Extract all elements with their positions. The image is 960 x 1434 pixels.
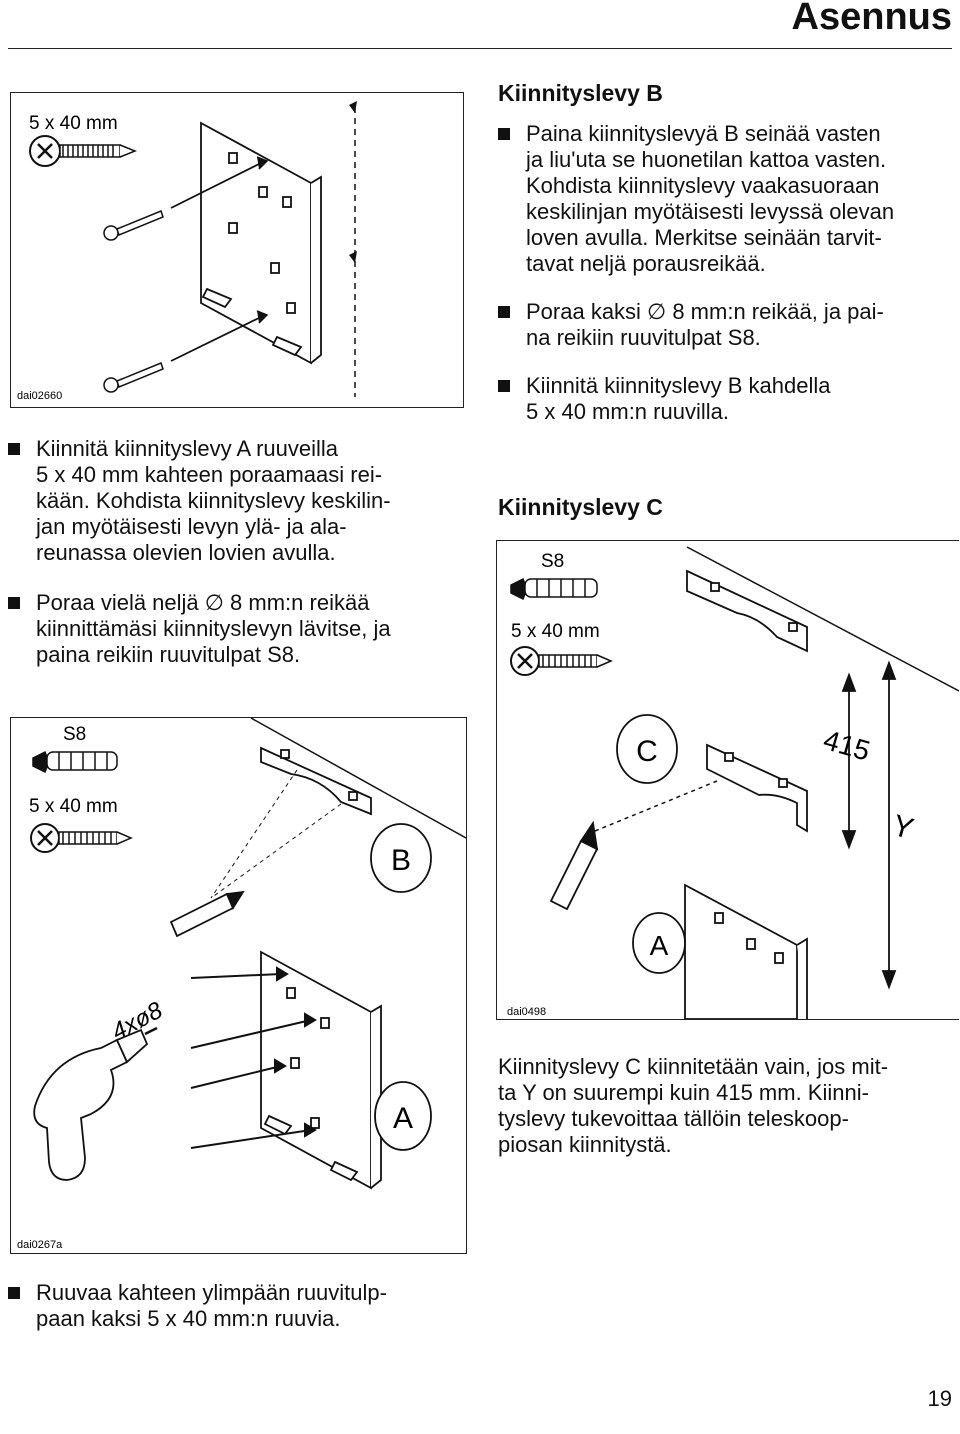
label-b-badge: B bbox=[370, 823, 432, 893]
figure-plate-c: S8 5 x 40 mm C bbox=[496, 540, 959, 1020]
label-c-badge: C bbox=[616, 714, 678, 784]
figure-plate-b-illustration: S8 5 x 40 mm bbox=[17, 718, 466, 1251]
label-a: A bbox=[393, 1102, 413, 1135]
pencil-icon bbox=[169, 890, 245, 938]
header-rule bbox=[8, 48, 952, 49]
screw-icon bbox=[510, 646, 613, 676]
page-number: 19 bbox=[927, 1386, 952, 1411]
right-column: Kiinnityslevy B Paina kiinnityslevyä B s… bbox=[498, 80, 958, 425]
text-line: tyslevy tukevoittaa tällöin teleskoop- bbox=[498, 1106, 849, 1131]
label-c: C bbox=[636, 735, 658, 768]
text-line: reunassa olevien lovien avulla. bbox=[36, 540, 336, 565]
mounting-plate-b bbox=[260, 746, 372, 816]
bottom-instructions: Ruuvaa kahteen ylimpään ruuvitulp- paan … bbox=[8, 1280, 468, 1332]
text-line: paina reikiin ruuvitulpat S8. bbox=[36, 642, 301, 667]
text-line: na reikiin ruuvitulpat S8. bbox=[526, 325, 761, 350]
text-line: ja liu'uta se huonetilan kattoa vasten. bbox=[526, 147, 887, 172]
screw-icon bbox=[30, 823, 133, 853]
plug-label: S8 bbox=[63, 724, 86, 745]
label-a-badge: A bbox=[632, 912, 686, 974]
plug-label: S8 bbox=[541, 551, 564, 572]
instruction-bullet: Ruuvaa kahteen ylimpään ruuvitulp- paan … bbox=[8, 1280, 468, 1332]
label-a-badge: A bbox=[374, 1081, 432, 1151]
figure-plate-a: 5 x 40 mm bbox=[10, 92, 464, 408]
text-line: Kiinnityslevy C kiinnitetään vain, jos m… bbox=[498, 1054, 889, 1079]
mounting-plate-a bbox=[260, 950, 382, 1190]
text-line: Kohdista kiinnityslevy vaakasuoraan bbox=[526, 173, 880, 198]
bullet-square-icon bbox=[498, 128, 510, 140]
figure-plate-a-illustration: 5 x 40 mm bbox=[17, 101, 357, 402]
text-line: keskilinjan myötäisesti levyssä olevan bbox=[526, 199, 895, 224]
instruction-bullet: Poraa vielä neljä ∅ 8 mm:n reikää kiinni… bbox=[8, 590, 468, 668]
mounting-plate-a bbox=[200, 121, 322, 365]
instruction-bullet: Paina kiinnityslevyä B seinää vasten ja … bbox=[498, 121, 958, 277]
text-line: Kiinnitä kiinnityslevy B kahdella bbox=[526, 373, 831, 398]
text-line: Poraa vielä neljä ∅ 8 mm:n reikää bbox=[36, 590, 370, 615]
label-b: B bbox=[391, 844, 411, 877]
screw-size-label: 5 x 40 mm bbox=[511, 621, 600, 642]
plate-b-instructions: Paina kiinnityslevyä B seinää vasten ja … bbox=[498, 121, 958, 425]
pencil-icon bbox=[549, 820, 599, 911]
screw-size-label: 5 x 40 mm bbox=[29, 796, 118, 817]
screw-icon bbox=[29, 135, 138, 167]
text-line: jan myötäisesti levyn ylä- ja ala- bbox=[36, 514, 347, 539]
bullet-square-icon bbox=[8, 597, 20, 609]
figure-code: dai0498 bbox=[507, 1006, 546, 1018]
bullet-square-icon bbox=[498, 380, 510, 392]
bullet-square-icon bbox=[8, 443, 20, 455]
mounting-plate-b bbox=[686, 569, 808, 653]
figure-code: dai0267a bbox=[17, 1239, 63, 1251]
text-line: 5 x 40 mm kahteen poraamaasi rei- bbox=[36, 462, 383, 487]
wall-plug-icon bbox=[510, 577, 598, 601]
text-line: 5 x 40 mm:n ruuvilla. bbox=[526, 399, 729, 424]
dimension-y-label: Y bbox=[889, 809, 917, 846]
wall-plug-icon bbox=[32, 750, 118, 774]
mounting-plate-c bbox=[706, 743, 808, 833]
figure-plate-c-illustration: S8 5 x 40 mm C bbox=[507, 546, 959, 1019]
text-line: ta Y on suurempi kuin 415 mm. Kiinni- bbox=[498, 1080, 869, 1105]
text-line: Kiinnitä kiinnityslevy A ruuveilla bbox=[36, 436, 339, 461]
plate-c-note: Kiinnityslevy C kiinnitetään vain, jos m… bbox=[498, 1054, 958, 1158]
text-line: Paina kiinnityslevyä B seinää vasten bbox=[526, 121, 881, 146]
text-line: loven avulla. Merkitse seinään tarvit- bbox=[526, 225, 882, 250]
left-instructions: Kiinnitä kiinnityslevy A ruuveilla 5 x 4… bbox=[8, 436, 468, 668]
instruction-bullet: Kiinnitä kiinnityslevy A ruuveilla 5 x 4… bbox=[8, 436, 468, 566]
page-header-title: Asennus bbox=[791, 0, 952, 38]
text-line: kiinnittämäsi kiinnityslevyn lävitse, ja bbox=[36, 616, 391, 641]
label-a: A bbox=[650, 930, 669, 961]
figure-plate-b-drilling: S8 5 x 40 mm bbox=[10, 717, 467, 1254]
bullet-square-icon bbox=[498, 306, 510, 318]
drill-icon bbox=[33, 1026, 158, 1181]
section-heading-plate-c: Kiinnityslevy C bbox=[498, 494, 663, 520]
text-line: paan kaksi 5 x 40 mm:n ruuvia. bbox=[36, 1306, 341, 1331]
text-line: piosan kiinnitystä. bbox=[498, 1132, 672, 1157]
bullet-square-icon bbox=[8, 1287, 20, 1299]
instruction-bullet: Kiinnitä kiinnityslevy B kahdella 5 x 40… bbox=[498, 373, 958, 425]
mounting-plate-a bbox=[684, 883, 808, 1019]
figure-code: dai02660 bbox=[17, 390, 62, 402]
screw-size-label: 5 x 40 mm bbox=[29, 113, 118, 134]
section-heading-plate-b: Kiinnityslevy B bbox=[498, 80, 663, 106]
text-line: kään. Kohdista kiinnityslevy keskilin- bbox=[36, 488, 391, 513]
dimension-415-label: 415 bbox=[820, 724, 873, 767]
instruction-bullet: Poraa kaksi ∅ 8 mm:n reikää, ja pai- na … bbox=[498, 299, 958, 351]
text-line: tavat neljä porausreikää. bbox=[526, 251, 766, 276]
text-line: Ruuvaa kahteen ylimpään ruuvitulp- bbox=[36, 1280, 387, 1305]
text-line: Poraa kaksi ∅ 8 mm:n reikää, ja pai- bbox=[526, 299, 884, 324]
